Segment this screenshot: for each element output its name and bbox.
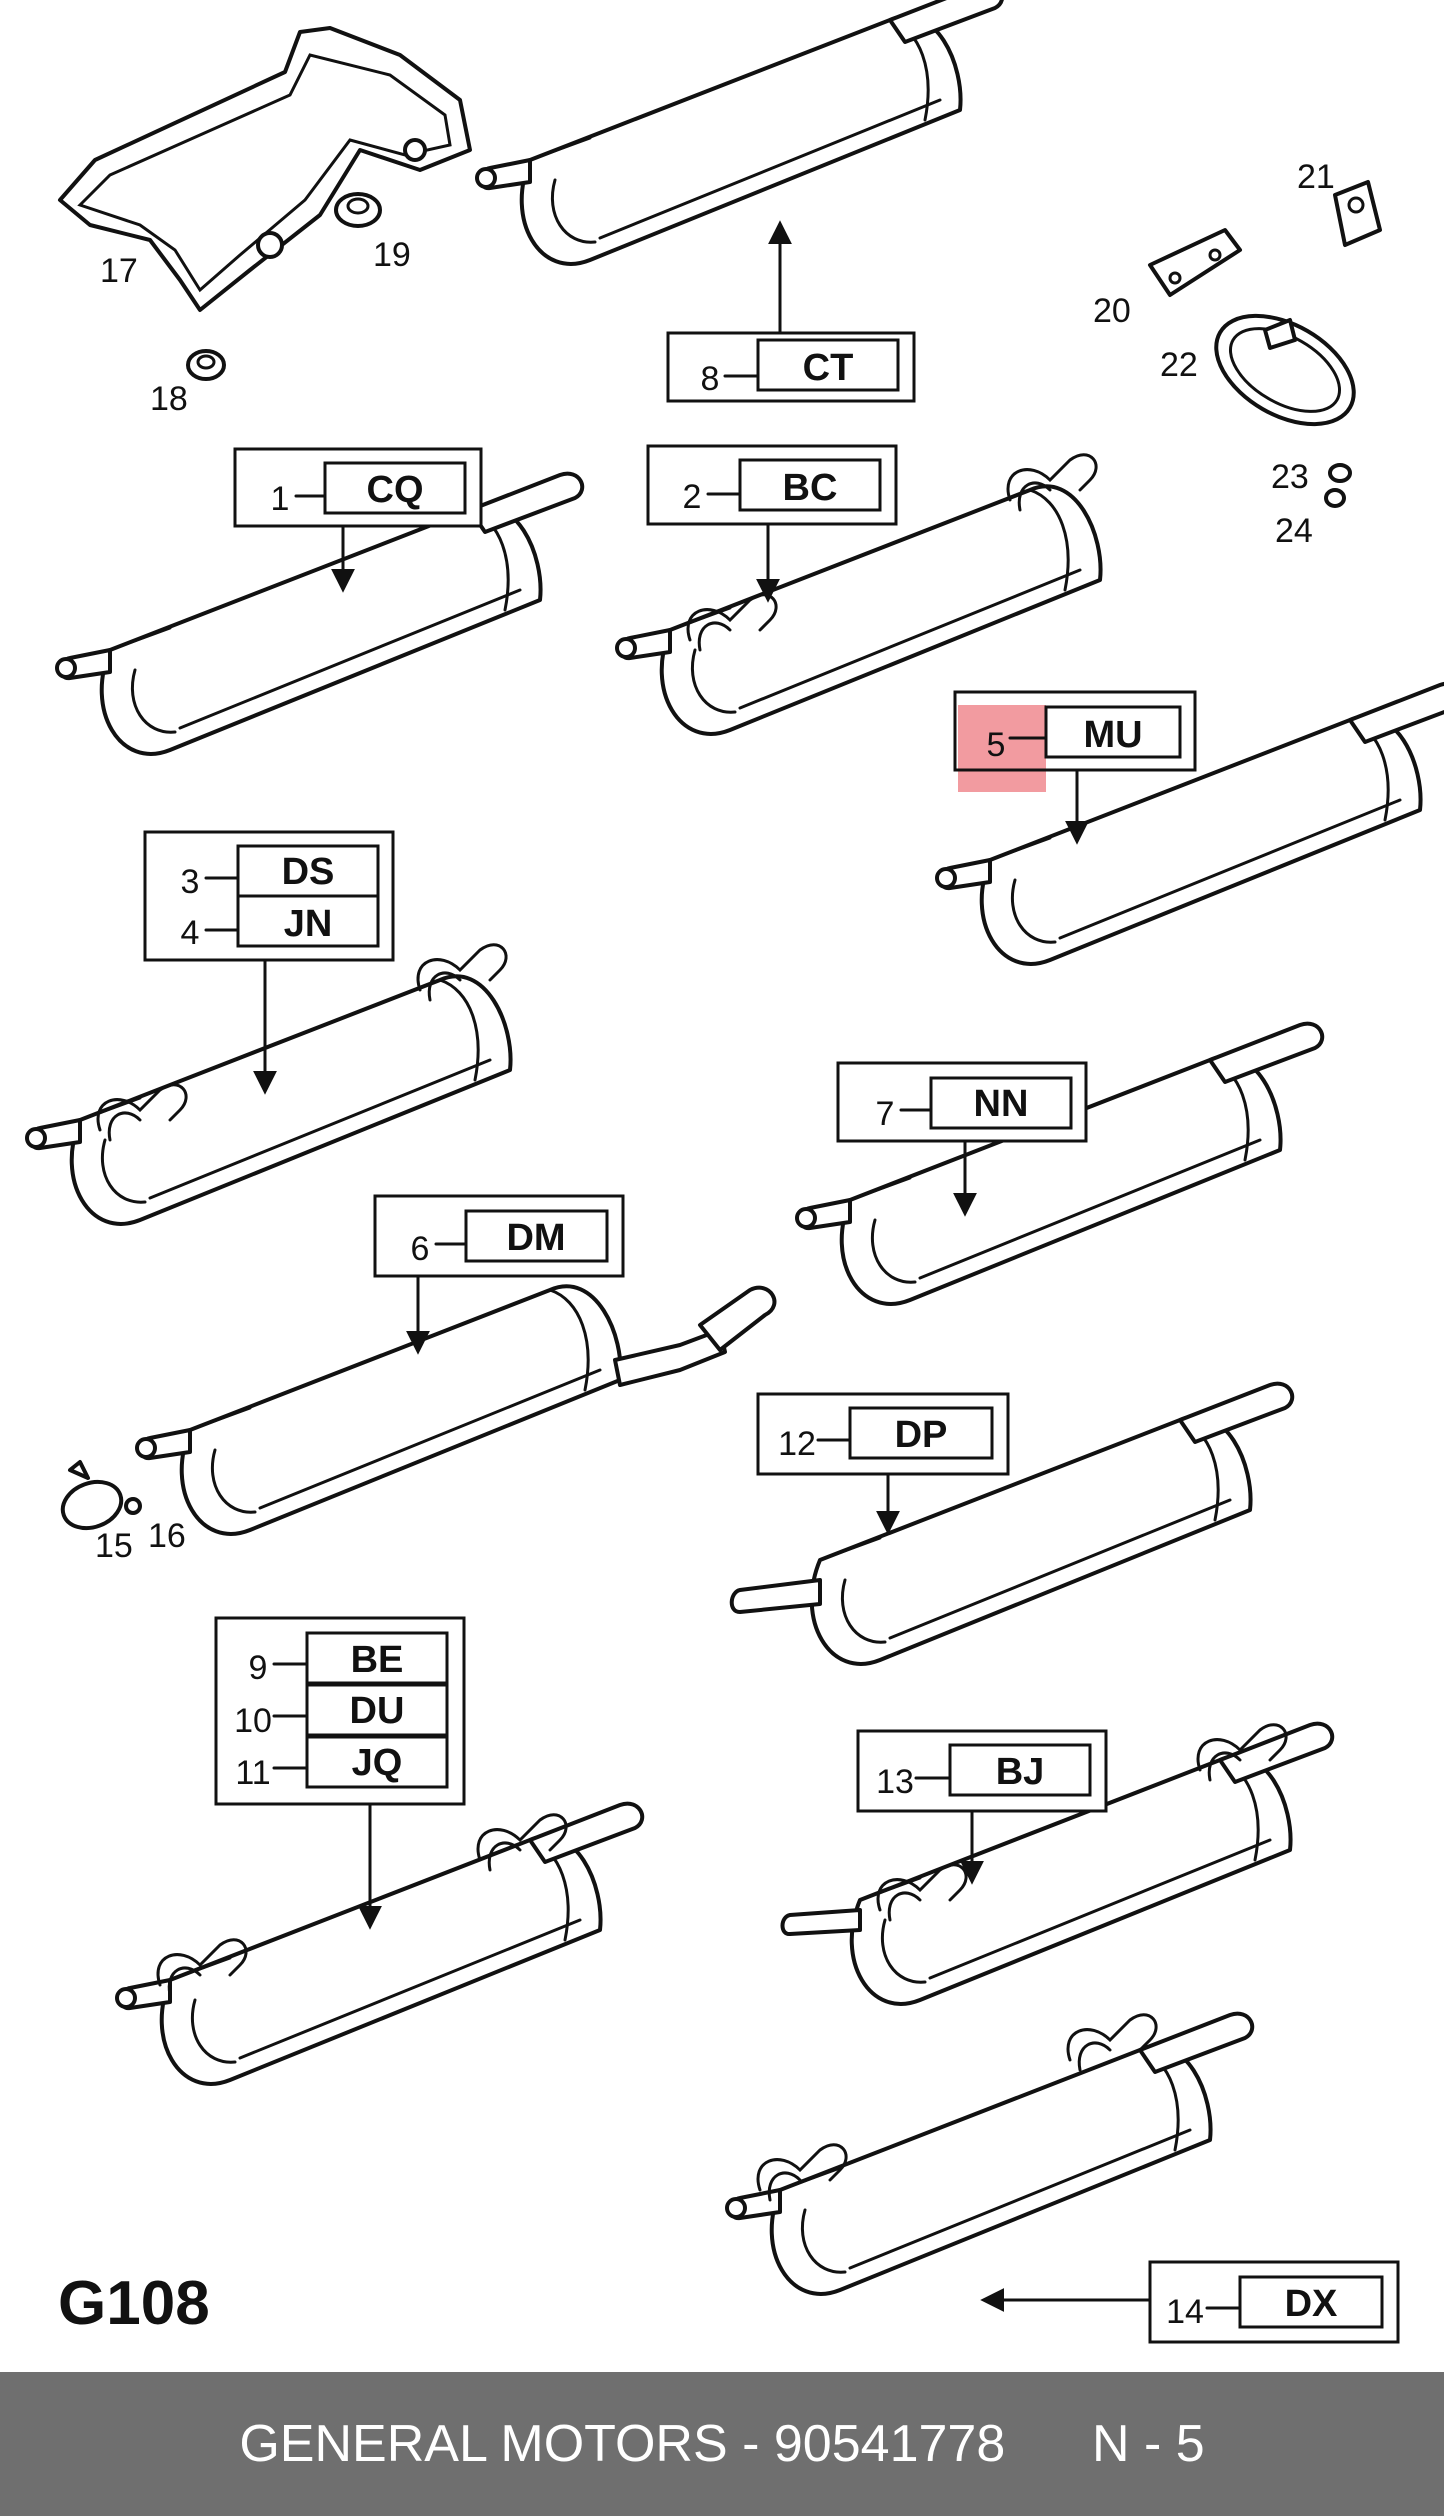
svg-text:7: 7 bbox=[876, 1095, 895, 1133]
svg-text:8: 8 bbox=[701, 360, 720, 398]
svg-text:2: 2 bbox=[683, 478, 702, 516]
svg-text:BC: BC bbox=[783, 467, 838, 509]
callout-8: 8 CT bbox=[666, 220, 916, 403]
svg-text:DM: DM bbox=[506, 1217, 565, 1259]
clamp-part-20 bbox=[1148, 228, 1242, 297]
clamp-ring-part-22 bbox=[1214, 313, 1356, 427]
label-20: 20 bbox=[1093, 292, 1131, 330]
muffler-9-11 bbox=[115, 1801, 645, 2086]
callout-5: 5 MU bbox=[953, 690, 1197, 845]
footer-part-number: 90541778 bbox=[773, 2415, 1006, 2473]
label-22: 22 bbox=[1160, 346, 1198, 384]
label-24: 24 bbox=[1275, 512, 1313, 550]
muffler-3-4 bbox=[25, 943, 513, 1226]
heat-shield-part-17 bbox=[58, 26, 472, 312]
muffler-12 bbox=[729, 1381, 1295, 1666]
svg-text:CT: CT bbox=[803, 347, 854, 389]
svg-text:11: 11 bbox=[235, 1754, 270, 1792]
svg-text:DU: DU bbox=[350, 1690, 405, 1732]
callout-1: 1 CQ bbox=[233, 447, 483, 593]
nut-part-19 bbox=[334, 192, 382, 228]
svg-text:DP: DP bbox=[895, 1414, 948, 1456]
callout-9-11: 9 BE 10 DU 11 JQ bbox=[214, 1616, 466, 1930]
svg-text:DX: DX bbox=[1285, 2283, 1338, 2325]
callout-7: 7 NN bbox=[836, 1061, 1088, 1217]
svg-text:12: 12 bbox=[778, 1425, 816, 1463]
svg-text:4: 4 bbox=[181, 914, 200, 952]
svg-text:9: 9 bbox=[249, 1649, 268, 1687]
clamp-part-15 bbox=[60, 1460, 124, 1531]
nut-part-23 bbox=[1328, 463, 1352, 483]
callout-14: 14 DX bbox=[980, 2260, 1400, 2344]
svg-text:13: 13 bbox=[876, 1763, 914, 1801]
muffler-6 bbox=[135, 1284, 777, 1536]
svg-text:JN: JN bbox=[284, 903, 333, 945]
callout-12: 12 DP bbox=[756, 1392, 1010, 1535]
svg-text:CQ: CQ bbox=[367, 469, 424, 511]
bracket-part-21 bbox=[1333, 180, 1382, 247]
label-23: 23 bbox=[1271, 458, 1309, 496]
callout-6: 6 DM bbox=[373, 1194, 625, 1355]
label-16: 16 bbox=[148, 1517, 186, 1555]
svg-text:5: 5 bbox=[987, 726, 1006, 764]
label-21: 21 bbox=[1297, 158, 1335, 196]
svg-text:6: 6 bbox=[411, 1230, 430, 1268]
label-15: 15 bbox=[95, 1527, 133, 1565]
svg-text:1: 1 bbox=[271, 480, 290, 518]
svg-text:MU: MU bbox=[1083, 714, 1142, 756]
svg-text:DS: DS bbox=[282, 851, 335, 893]
svg-text:BJ: BJ bbox=[996, 1751, 1045, 1793]
svg-text:NN: NN bbox=[974, 1083, 1029, 1125]
diagram-page-code: G108 bbox=[58, 2269, 210, 2338]
muffler-13 bbox=[780, 1721, 1335, 2006]
washer-part-24 bbox=[1324, 488, 1346, 508]
muffler-8 bbox=[475, 0, 1005, 266]
label-19: 19 bbox=[373, 236, 411, 274]
highlight-item-5 bbox=[958, 705, 1046, 792]
svg-text:14: 14 bbox=[1166, 2293, 1204, 2331]
footer-gap bbox=[1005, 2414, 1092, 2474]
svg-text:BE: BE bbox=[351, 1639, 404, 1681]
callout-13: 13 BJ bbox=[856, 1729, 1108, 1885]
footer-brand: GENERAL MOTORS bbox=[239, 2415, 728, 2473]
svg-text:3: 3 bbox=[181, 863, 200, 901]
footer-position: N - 5 bbox=[1091, 2415, 1205, 2473]
nut-part-18 bbox=[186, 349, 226, 381]
callout-3-4: 3 DS 4 JN bbox=[143, 830, 395, 1095]
muffler-14 bbox=[725, 2011, 1255, 2296]
svg-text:JQ: JQ bbox=[352, 1742, 403, 1784]
svg-text:10: 10 bbox=[234, 1702, 272, 1740]
label-18: 18 bbox=[150, 380, 188, 418]
label-17: 17 bbox=[100, 252, 138, 290]
footer-bar: GENERAL MOTORS - 90541778 N - 5 bbox=[0, 2372, 1444, 2516]
callout-2: 2 BC bbox=[646, 444, 898, 603]
footer-separator: - bbox=[727, 2415, 774, 2473]
nut-part-16 bbox=[124, 1497, 142, 1515]
